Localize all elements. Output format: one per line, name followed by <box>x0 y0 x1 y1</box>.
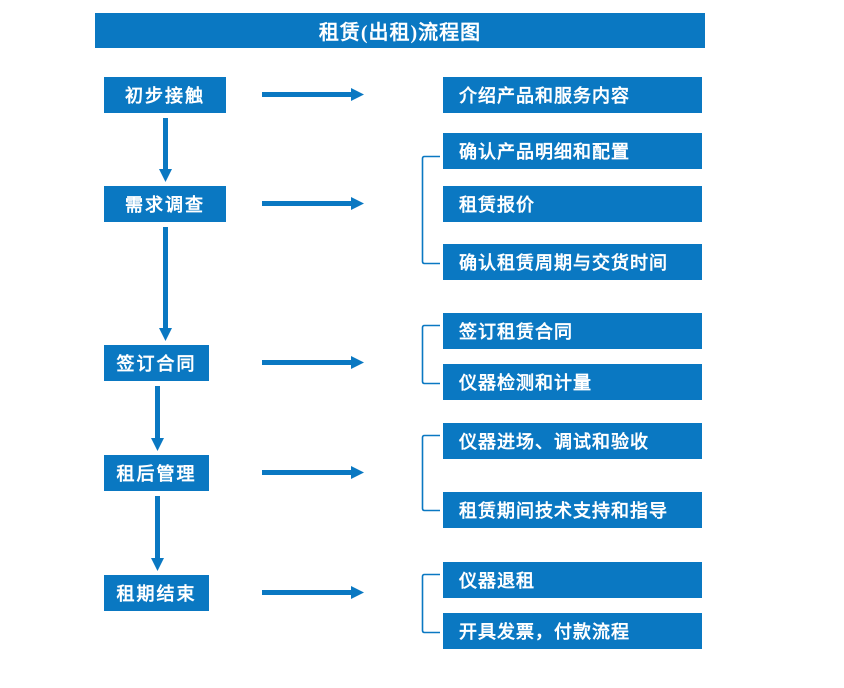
page-title: 租赁(出租)流程图 <box>95 13 705 48</box>
bracket-group-management <box>421 434 441 512</box>
detail-box-4[interactable]: 确认租赁周期与交货时间 <box>443 244 702 280</box>
arrow-stage-2-to-stage-3 <box>156 227 176 341</box>
bracket-group-needs <box>421 155 441 265</box>
stage-box-4[interactable]: 租后管理 <box>104 455 209 491</box>
detail-box-1[interactable]: 介绍产品和服务内容 <box>443 77 702 113</box>
arrow-stage-4-to-stage-5 <box>148 496 168 571</box>
detail-box-2[interactable]: 确认产品明细和配置 <box>443 133 702 169</box>
detail-box-10[interactable]: 开具发票，付款流程 <box>443 613 702 649</box>
detail-box-5[interactable]: 签订租赁合同 <box>443 313 702 349</box>
arrow-stage-4-to-details <box>262 463 364 483</box>
arrow-stage-3-to-stage-4 <box>148 386 168 451</box>
stage-box-2[interactable]: 需求调查 <box>104 186 226 222</box>
detail-box-9[interactable]: 仪器退租 <box>443 562 702 598</box>
stage-box-3[interactable]: 签订合同 <box>104 345 209 381</box>
detail-box-8[interactable]: 租赁期间技术支持和指导 <box>443 492 702 528</box>
arrow-stage-5-to-details <box>262 583 364 603</box>
bracket-group-contract <box>421 324 441 385</box>
stage-box-5[interactable]: 租期结束 <box>104 575 209 611</box>
arrow-stage-2-to-details <box>262 194 364 214</box>
arrow-stage-1-to-stage-2 <box>156 118 176 182</box>
detail-box-6[interactable]: 仪器检测和计量 <box>443 364 702 400</box>
arrow-stage-3-to-details <box>262 353 364 373</box>
bracket-group-end <box>421 573 441 634</box>
stage-box-1[interactable]: 初步接触 <box>104 77 226 113</box>
detail-box-7[interactable]: 仪器进场、调试和验收 <box>443 423 702 459</box>
detail-box-3[interactable]: 租赁报价 <box>443 186 702 222</box>
arrow-stage-1-to-details <box>262 85 364 105</box>
